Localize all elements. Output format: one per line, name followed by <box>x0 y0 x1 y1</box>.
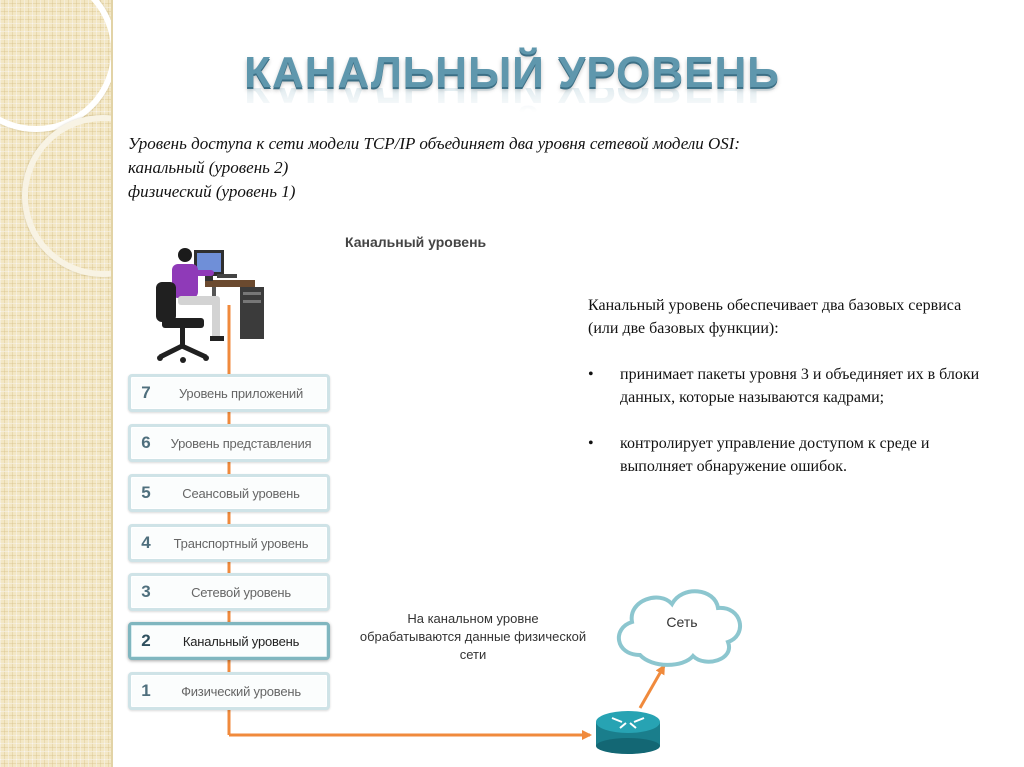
side-panel-edge <box>111 0 113 767</box>
computer-user-icon <box>156 248 264 363</box>
layer-number: 7 <box>141 383 151 402</box>
layer-label: Канальный уровень <box>182 633 300 649</box>
diagram-title: Канальный уровень <box>345 234 487 250</box>
cloud-icon <box>616 589 742 667</box>
bullet-text: принимает пакеты уровня 3 и объединяет и… <box>620 366 980 406</box>
bullet-text: контролирует управление доступом к среде… <box>620 435 930 475</box>
osi-layer-6: 6 Уровень представления <box>128 424 330 462</box>
router-to-cloud-arrow <box>638 664 666 709</box>
layer-number: 4 <box>141 533 151 552</box>
intro-line: Уровень доступа к сети модели TCP/IP объ… <box>128 134 741 153</box>
annotation-line: обрабатываются данные физической <box>359 629 587 644</box>
layer-label: Уровень приложений <box>178 385 304 401</box>
layer-label: Сеансовый уровень <box>182 485 300 501</box>
annotation-line: На канальном уровне <box>407 611 539 626</box>
bullet-symbol: • <box>588 366 594 383</box>
osi-layer-7: 7 Уровень приложений <box>128 374 330 412</box>
layer-number: 6 <box>141 433 151 452</box>
layer-label: Транспортный уровень <box>173 535 309 551</box>
layer-label: Физический уровень <box>181 683 301 699</box>
cloud-label: Сеть <box>666 614 698 630</box>
intro-line: физический (уровень 1) <box>128 182 296 201</box>
layer-number: 2 <box>141 631 151 650</box>
router-icon <box>596 711 660 754</box>
osi-layer-1: 1 Физический уровень <box>128 672 330 710</box>
description-bullet: • контролирует управление доступом к сре… <box>588 432 988 478</box>
annotation-line: сети <box>459 647 487 662</box>
decorative-side-panel <box>0 0 111 767</box>
layer-number: 1 <box>141 681 151 700</box>
layer-label: Уровень представления <box>170 435 312 451</box>
intro-text: Уровень доступа к сети модели TCP/IP объ… <box>128 132 888 204</box>
layer-label: Сетевой уровень <box>191 584 291 600</box>
intro-line: канальный (уровень 2) <box>128 158 289 177</box>
description-bullet: • принимает пакеты уровня 3 и объединяет… <box>588 363 988 409</box>
description-block: Канальный уровень обеспечивает два базов… <box>588 294 988 501</box>
slide-title: КАНАЛЬНЫЙ УРОВЕНЬ <box>244 48 780 97</box>
osi-layer-3: 3 Сетевой уровень <box>128 573 330 611</box>
description-intro: Канальный уровень обеспечивает два базов… <box>588 297 962 337</box>
osi-layer-5: 5 Сеансовый уровень <box>128 474 330 512</box>
bullet-symbol: • <box>588 435 594 452</box>
osi-layer-4: 4 Транспортный уровень <box>128 524 330 562</box>
layer-number: 3 <box>141 582 151 601</box>
layer-number: 5 <box>141 483 151 502</box>
diagram-annotation: На канальном уровне обрабатываются данны… <box>338 610 608 664</box>
osi-layer-2: 2 Канальный уровень <box>128 622 330 660</box>
